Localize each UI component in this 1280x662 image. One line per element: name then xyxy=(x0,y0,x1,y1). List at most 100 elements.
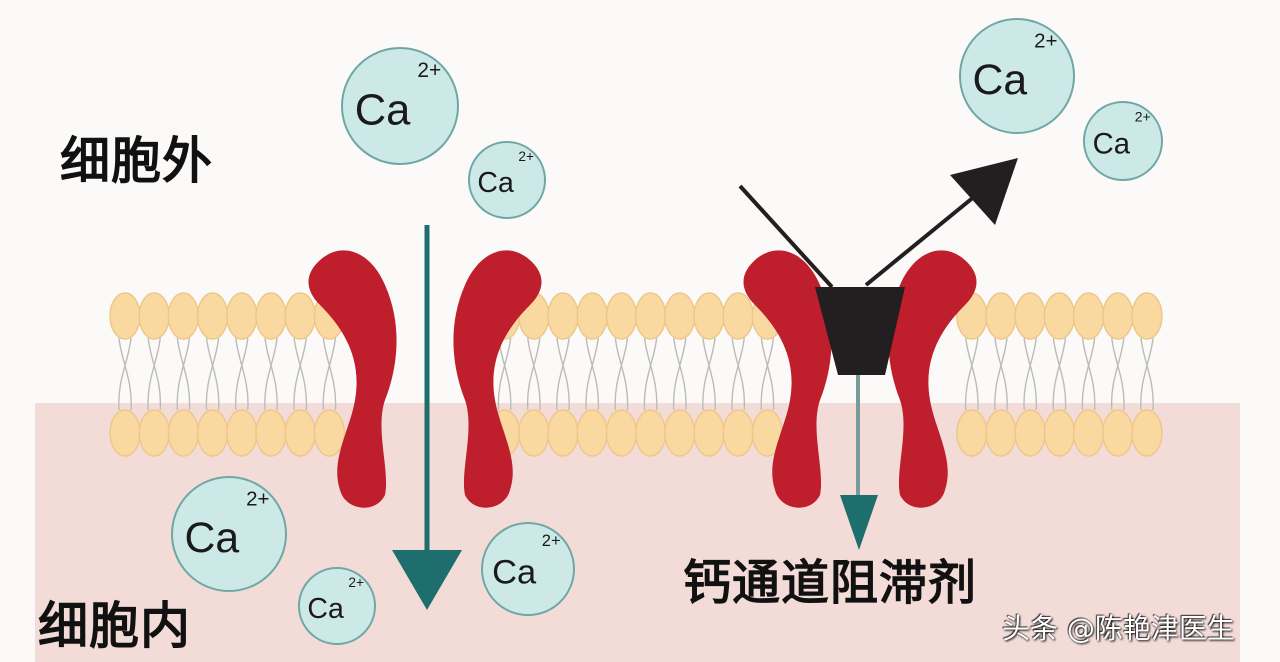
ion-charge: 2+ xyxy=(246,488,269,511)
lipid-head xyxy=(1102,409,1134,457)
channel-blocker xyxy=(815,287,905,375)
lipid-head xyxy=(547,292,579,340)
ion-charge: 2+ xyxy=(542,531,561,550)
calcium-ion: Ca 2+ xyxy=(171,476,287,592)
lipid-head xyxy=(196,292,229,340)
ion-symbol: Ca xyxy=(973,56,1028,104)
channel-subunit-right xyxy=(453,250,542,508)
phospholipid xyxy=(1072,292,1105,457)
phospholipid xyxy=(138,292,170,457)
lipid-head xyxy=(255,409,287,457)
phospholipid xyxy=(634,292,667,457)
channel-subunit-left xyxy=(743,250,832,508)
phospholipid xyxy=(1014,292,1046,457)
lipid-head xyxy=(518,409,550,457)
lipid-head xyxy=(1072,409,1105,457)
phospholipid xyxy=(255,292,287,457)
lipid-head xyxy=(255,292,287,340)
lipid-head xyxy=(956,409,988,457)
calcium-ions: Ca2+Ca2+Ca2+Ca2+Ca2+Ca2+Ca2+ xyxy=(171,18,1163,645)
lipid-head xyxy=(693,409,725,457)
lipid-head xyxy=(576,409,608,457)
phospholipid xyxy=(167,292,200,457)
phospholipid xyxy=(956,292,988,457)
phospholipid xyxy=(576,292,608,457)
lipid-head xyxy=(284,409,316,457)
phospholipid xyxy=(605,292,638,457)
lipid-head xyxy=(196,409,229,457)
phospholipid xyxy=(722,292,754,457)
lipid-head xyxy=(138,292,170,340)
lipid-bilayer xyxy=(109,292,1163,457)
blocker-binding-arrow xyxy=(738,158,1018,289)
phospholipid xyxy=(518,292,550,457)
lipid-head xyxy=(284,292,316,340)
lipid-head xyxy=(1072,292,1105,340)
channel-subunit-right xyxy=(888,250,977,508)
ion-symbol: Ca xyxy=(477,167,514,199)
watermark: 头条 @陈艳津医生 xyxy=(1002,612,1235,645)
phospholipid xyxy=(985,292,1017,457)
lipid-head xyxy=(722,292,754,340)
phospholipid xyxy=(664,292,696,457)
ion-charge: 2+ xyxy=(1135,109,1151,125)
phospholipid xyxy=(547,292,579,457)
lipid-head xyxy=(109,292,141,340)
phospholipid xyxy=(1102,292,1134,457)
phospholipid xyxy=(226,292,258,457)
lipid-head xyxy=(109,409,141,457)
lipid-head xyxy=(1102,292,1134,340)
lipid-head xyxy=(605,292,638,340)
ion-charge: 2+ xyxy=(1034,30,1057,53)
lipid-head xyxy=(226,409,258,457)
lipid-head xyxy=(167,292,200,340)
lipid-head xyxy=(138,409,170,457)
ion-symbol: Ca xyxy=(185,514,240,562)
blocked-calcium-channel xyxy=(743,250,977,508)
calcium-ion: Ca 2+ xyxy=(341,47,459,165)
lipid-head xyxy=(634,409,667,457)
lipid-head xyxy=(985,292,1017,340)
lipid-head xyxy=(576,292,608,340)
phospholipid xyxy=(1043,292,1076,457)
phospholipid xyxy=(109,292,141,457)
phospholipid xyxy=(196,292,229,457)
ion-charge: 2+ xyxy=(417,59,441,82)
lipid-head xyxy=(634,292,667,340)
lipid-head xyxy=(1014,292,1046,340)
calcium-ion: Ca2+ xyxy=(1083,101,1163,181)
lipid-head xyxy=(664,292,696,340)
calcium-influx-arrow xyxy=(392,225,462,610)
lipid-head xyxy=(664,409,696,457)
lipid-head xyxy=(605,409,638,457)
lipid-head xyxy=(547,409,579,457)
phospholipid xyxy=(1131,292,1163,457)
ion-symbol: Ca xyxy=(355,87,411,135)
lipid-head xyxy=(693,292,725,340)
ion-symbol: Ca xyxy=(307,593,344,625)
reduced-influx-arrow xyxy=(840,375,878,550)
lipid-head xyxy=(1131,409,1163,457)
channel-subunit-left xyxy=(308,250,397,508)
intracellular-label: 细胞内 xyxy=(38,597,191,655)
ion-symbol: Ca xyxy=(492,554,537,592)
calcium-ion: Ca 2+ xyxy=(468,141,546,219)
lipid-head xyxy=(313,409,346,457)
calcium-ion: Ca 2+ xyxy=(481,522,575,616)
ion-charge: 2+ xyxy=(348,575,364,590)
lipid-head xyxy=(1014,409,1046,457)
lipid-head xyxy=(1131,292,1163,340)
ion-charge: 2+ xyxy=(518,149,534,164)
lipid-head xyxy=(226,292,258,340)
lipid-head xyxy=(985,409,1017,457)
lipid-head xyxy=(1043,409,1076,457)
calcium-ion: Ca 2+ xyxy=(959,18,1075,134)
blocker-label: 钙通道阻滞剂 xyxy=(683,555,978,611)
phospholipid xyxy=(693,292,725,457)
lipid-head xyxy=(167,409,200,457)
ion-symbol: Ca xyxy=(1093,128,1131,160)
extracellular-label: 细胞外 xyxy=(60,132,213,190)
lipid-head xyxy=(722,409,754,457)
